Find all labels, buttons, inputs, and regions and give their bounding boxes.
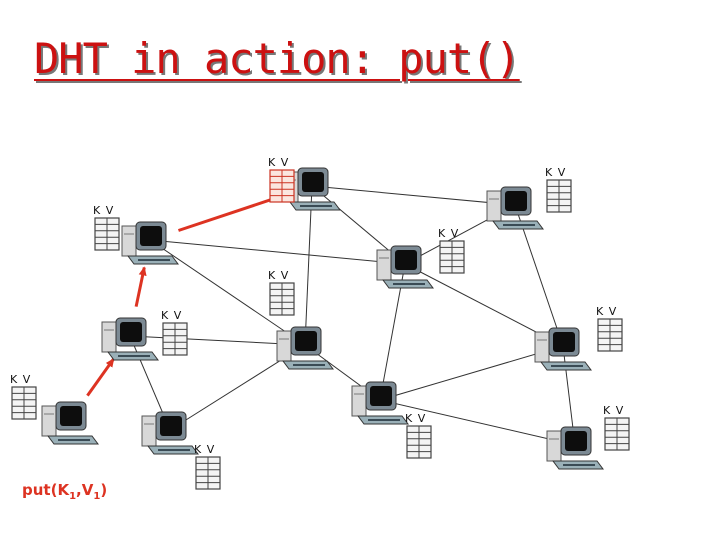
kv-table-header: K V bbox=[405, 412, 426, 425]
kv-table-header: K V bbox=[603, 404, 624, 417]
computer-icon bbox=[41, 401, 99, 445]
computer-icon bbox=[376, 245, 434, 289]
route-arrow bbox=[134, 266, 147, 307]
network-link bbox=[304, 185, 313, 346]
route-arrow bbox=[86, 357, 115, 397]
kv-table-header: K V bbox=[545, 166, 566, 179]
peer-center-left-1: K V bbox=[268, 269, 295, 316]
peer-lower-mid: K V bbox=[351, 381, 432, 459]
peer-upper-mid: K V bbox=[376, 227, 465, 289]
network-link bbox=[379, 345, 564, 401]
kv-table: K V bbox=[596, 305, 623, 352]
peer-mid-right: K V bbox=[534, 305, 623, 371]
kv-table-header: K V bbox=[194, 443, 215, 456]
kv-table: K V bbox=[194, 443, 221, 490]
route-arrow bbox=[177, 193, 287, 232]
put-route-arrows bbox=[86, 193, 287, 397]
peer-center bbox=[276, 326, 334, 370]
kv-table-header: K V bbox=[596, 305, 617, 318]
network-link bbox=[149, 239, 406, 265]
computer-icon bbox=[141, 411, 199, 455]
computer-icon bbox=[276, 326, 334, 370]
kv-table: K V bbox=[545, 166, 572, 213]
kv-table-header: K V bbox=[438, 227, 459, 240]
kv-table: K V bbox=[438, 227, 465, 274]
peer-nodes: K V K V K V K V K V K V K V K V K V K V K V bbox=[10, 156, 630, 490]
computer-icon bbox=[534, 327, 592, 371]
kv-table: K V bbox=[405, 412, 432, 459]
kv-table: K V bbox=[603, 404, 630, 451]
peer-top-right: K V bbox=[486, 166, 572, 230]
kv-table-header: K V bbox=[268, 156, 289, 169]
computer-icon bbox=[351, 381, 409, 425]
network-link bbox=[311, 185, 516, 206]
computer-icon bbox=[101, 317, 159, 361]
computer-icon bbox=[546, 426, 604, 470]
kv-table: K V bbox=[161, 309, 188, 356]
kv-table-header: K V bbox=[93, 204, 114, 217]
kv-table: K V bbox=[93, 204, 120, 251]
computer-icon bbox=[121, 221, 179, 265]
kv-table-header: K V bbox=[161, 309, 182, 322]
peer-lower-left-2: K V bbox=[141, 411, 221, 490]
network-link bbox=[149, 239, 306, 346]
peer-lower-right: K V bbox=[546, 404, 630, 470]
peer-mid-left: K V bbox=[101, 309, 188, 361]
network-link bbox=[129, 335, 306, 346]
kv-table-header: K V bbox=[10, 373, 31, 386]
peer-lower-left: K V bbox=[10, 373, 99, 445]
kv-table: K V bbox=[268, 156, 295, 203]
put-operation-label: put(K1,V1) bbox=[22, 481, 108, 502]
kv-table-header: K V bbox=[268, 269, 289, 282]
kv-table: K V bbox=[10, 373, 37, 420]
network-link bbox=[379, 399, 576, 446]
slide-title: DHT in action: put() bbox=[34, 34, 521, 83]
computer-icon bbox=[486, 186, 544, 230]
peer-top: K V bbox=[268, 156, 341, 211]
peer-upper-left: K V bbox=[93, 204, 179, 265]
